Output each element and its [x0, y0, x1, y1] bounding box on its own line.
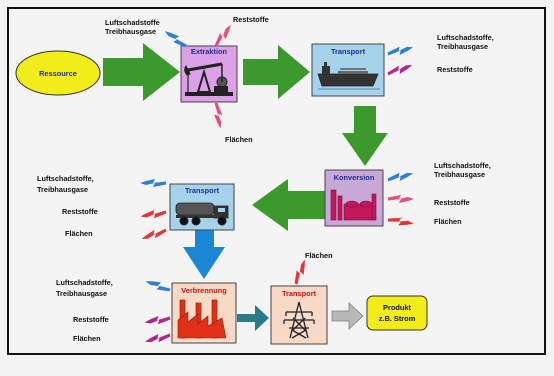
- power-pylon-icon: [283, 301, 315, 339]
- lightning-bolt-icon: [212, 102, 225, 130]
- lightning-bolt-icon: [144, 277, 172, 294]
- ressource-ellipse: [15, 50, 101, 96]
- emission-label: Treibhausgase: [105, 27, 156, 36]
- emission-label: Reststoffe: [434, 198, 470, 207]
- emission-label: Reststoffe: [233, 15, 269, 24]
- node-extraktion: Extraktion: [180, 45, 238, 103]
- arrow-konversion-to-transport: [252, 179, 325, 231]
- lightning-bolt-icon: [162, 27, 189, 50]
- produkt-label-line2: z.B. Strom: [379, 314, 416, 323]
- lightning-bolt-icon: [143, 331, 172, 346]
- emission-label: Reststoffe: [437, 65, 473, 74]
- transport-truck-label: Transport: [185, 186, 220, 195]
- refinery-icon: [330, 189, 377, 221]
- arrow-extraktion-to-transport: [243, 45, 310, 99]
- produkt-box: [366, 295, 428, 331]
- emission-label: Reststoffe: [73, 315, 109, 324]
- verbrennung-label: Verbrennung: [181, 286, 227, 295]
- emission-label: Flächen: [73, 334, 101, 343]
- produkt-label-line1: Produkt: [383, 303, 411, 312]
- lightning-bolt-icon: [139, 208, 167, 221]
- node-konversion: Konversion: [324, 169, 384, 227]
- arrow-ressource-to-extraktion: [103, 43, 180, 101]
- arrow-transport-to-konversion: [342, 106, 388, 166]
- lightning-bolt-icon: [387, 216, 415, 228]
- node-transport-ship: Transport: [311, 43, 385, 97]
- emission-labels: Luftschadstoffe Treibhausgase Reststoffe…: [37, 15, 494, 343]
- emission-label: Flächen: [225, 135, 253, 144]
- node-verbrennung: Verbrennung: [171, 282, 237, 344]
- lightning-bolt-icon: [212, 22, 235, 49]
- emission-label: Treibhausgase: [37, 185, 88, 194]
- emission-label: Luftschadstoffe,: [434, 161, 491, 170]
- node-transport-truck: Transport: [169, 183, 235, 231]
- emission-label: Flächen: [65, 229, 93, 238]
- node-transport-power: Transport: [270, 285, 328, 345]
- node-ressource: Ressource: [15, 50, 101, 96]
- lightning-bolt-icon: [292, 258, 309, 286]
- lightning-bolt-icon: [143, 314, 171, 327]
- arrow-transport-to-verbrennung: [183, 230, 225, 279]
- arrow-transport-to-produkt: [331, 302, 364, 330]
- emission-label: Flächen: [305, 251, 333, 260]
- emission-label: Luftschadstoffe,: [437, 33, 494, 42]
- power-plant-icon: [177, 299, 227, 339]
- ressource-label: Ressource: [39, 69, 77, 78]
- lightning-bolt-icon: [388, 195, 414, 203]
- lightning-bolt-icon: [140, 179, 166, 187]
- emission-label: Treibhausgase: [56, 289, 107, 298]
- emission-label: Luftschadstoffe,: [37, 174, 94, 183]
- extraktion-label: Extraktion: [191, 47, 228, 56]
- emission-label: Luftschadstoffe,: [56, 278, 113, 287]
- tanker-ship-icon: [317, 62, 380, 90]
- tank-truck-icon: [175, 202, 229, 226]
- pumpjack-icon: [184, 62, 233, 96]
- konversion-label: Konversion: [334, 173, 375, 182]
- emission-label: Luftschadstoffe: [105, 18, 160, 27]
- node-produkt: Produkt z.B. Strom: [366, 295, 428, 331]
- transport-ship-label: Transport: [331, 47, 366, 56]
- lightning-bolt-icon: [386, 43, 415, 58]
- emission-label: Treibhausgase: [437, 42, 488, 51]
- emission-label: Flächen: [434, 217, 462, 226]
- lightning-bolt-icon: [140, 226, 168, 243]
- arrow-verbrennung-to-transport: [237, 305, 269, 331]
- emission-label: Treibhausgase: [434, 170, 485, 179]
- emission-label: Reststoffe: [62, 207, 98, 216]
- flow-arrows: [103, 43, 388, 331]
- transport-power-label: Transport: [282, 289, 317, 298]
- lightning-bolt-icon: [386, 61, 414, 78]
- lightning-bolt-icon: [386, 169, 415, 184]
